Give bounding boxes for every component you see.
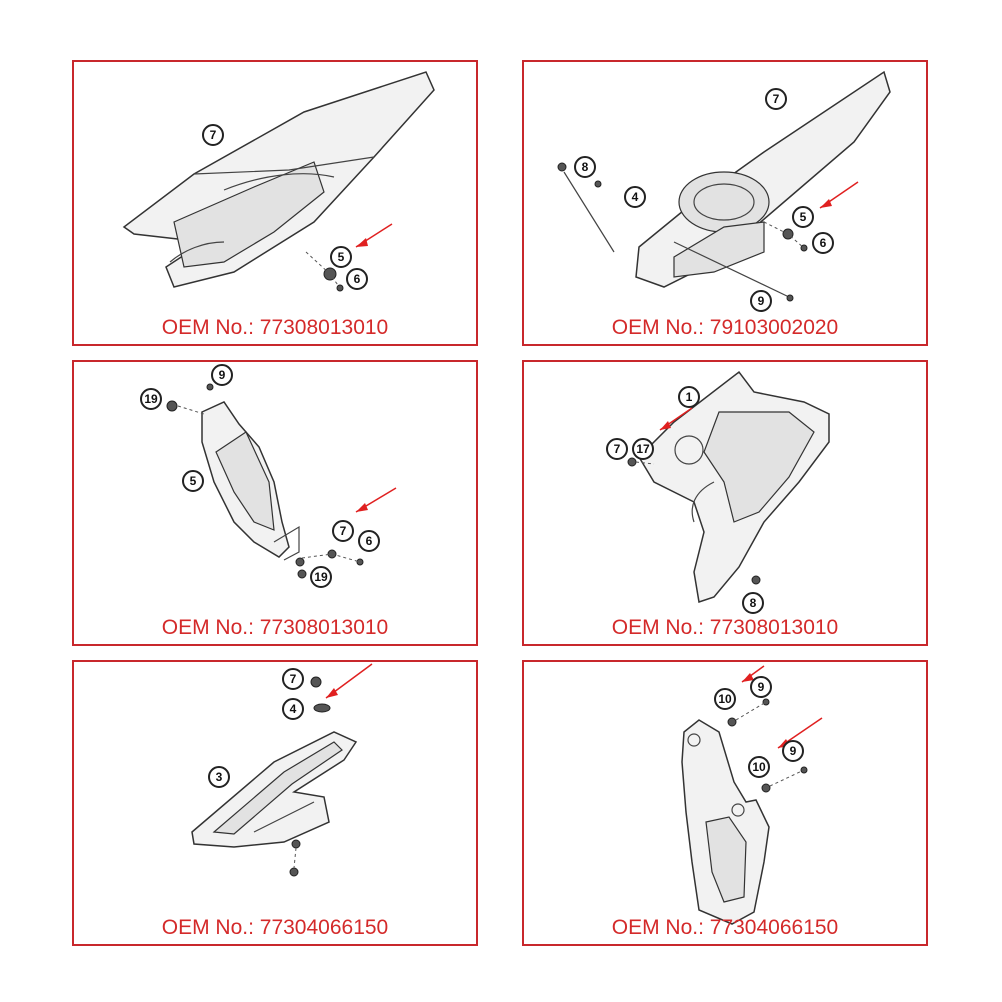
side-panel-drawing [166,383,397,579]
panel-chain-guide: 7 4 3 OEM No.: 77304066150 [72,660,478,946]
oem-number-caption: OEM No.: 77308013010 [161,616,389,639]
callout-17: 17 [632,438,654,460]
oem-number-caption: OEM No.: 77308013010 [161,316,389,339]
callout-9: 9 [750,676,772,698]
callout-7: 7 [606,438,628,460]
rear-fender-drawing [122,71,435,292]
callout-4: 4 [282,698,304,720]
callout-5: 5 [330,246,352,268]
callout-5: 5 [792,206,814,228]
callout-7: 7 [202,124,224,146]
callout-3: 3 [208,766,230,788]
callout-9: 9 [782,740,804,762]
airbox-cover-drawing [627,370,830,603]
panel-side-panel: 9 19 5 7 6 19 OEM No.: 77308013010 [72,360,478,646]
callout-6: 6 [812,232,834,254]
callout-7: 7 [765,88,787,110]
callout-10: 10 [748,756,770,778]
panel-airbox-cover: 1 7 17 8 OEM No.: 77308013010 [522,360,928,646]
callout-9: 9 [211,364,233,386]
panel-rear-fender-2: 7 8 4 5 6 9 OEM No.: 79103002020 [522,60,928,346]
panel-guard-plate: 10 9 9 10 OEM No.: 77304066150 [522,660,928,946]
callout-1: 1 [678,386,700,408]
guard-plate-drawing [681,665,823,925]
callout-7: 7 [332,520,354,542]
oem-number-caption: OEM No.: 77304066150 [611,916,839,939]
oem-number-caption: OEM No.: 79103002020 [611,316,839,339]
callout-5: 5 [182,470,204,492]
callout-8: 8 [742,592,764,614]
callout-9: 9 [750,290,772,312]
callout-10: 10 [714,688,736,710]
panel-rear-fender-1: 7 5 6 OEM No.: 77308013010 [72,60,478,346]
callout-8: 8 [574,156,596,178]
callout-19: 19 [310,566,332,588]
callout-19: 19 [140,388,162,410]
oem-number-caption: OEM No.: 77308013010 [611,616,839,639]
callout-7: 7 [282,668,304,690]
callout-4: 4 [624,186,646,208]
oem-number-caption: OEM No.: 77304066150 [161,916,389,939]
callout-6: 6 [346,268,368,290]
callout-6: 6 [358,530,380,552]
rear-fender-hardware-drawing [557,70,891,302]
chain-guide-drawing [191,663,373,877]
